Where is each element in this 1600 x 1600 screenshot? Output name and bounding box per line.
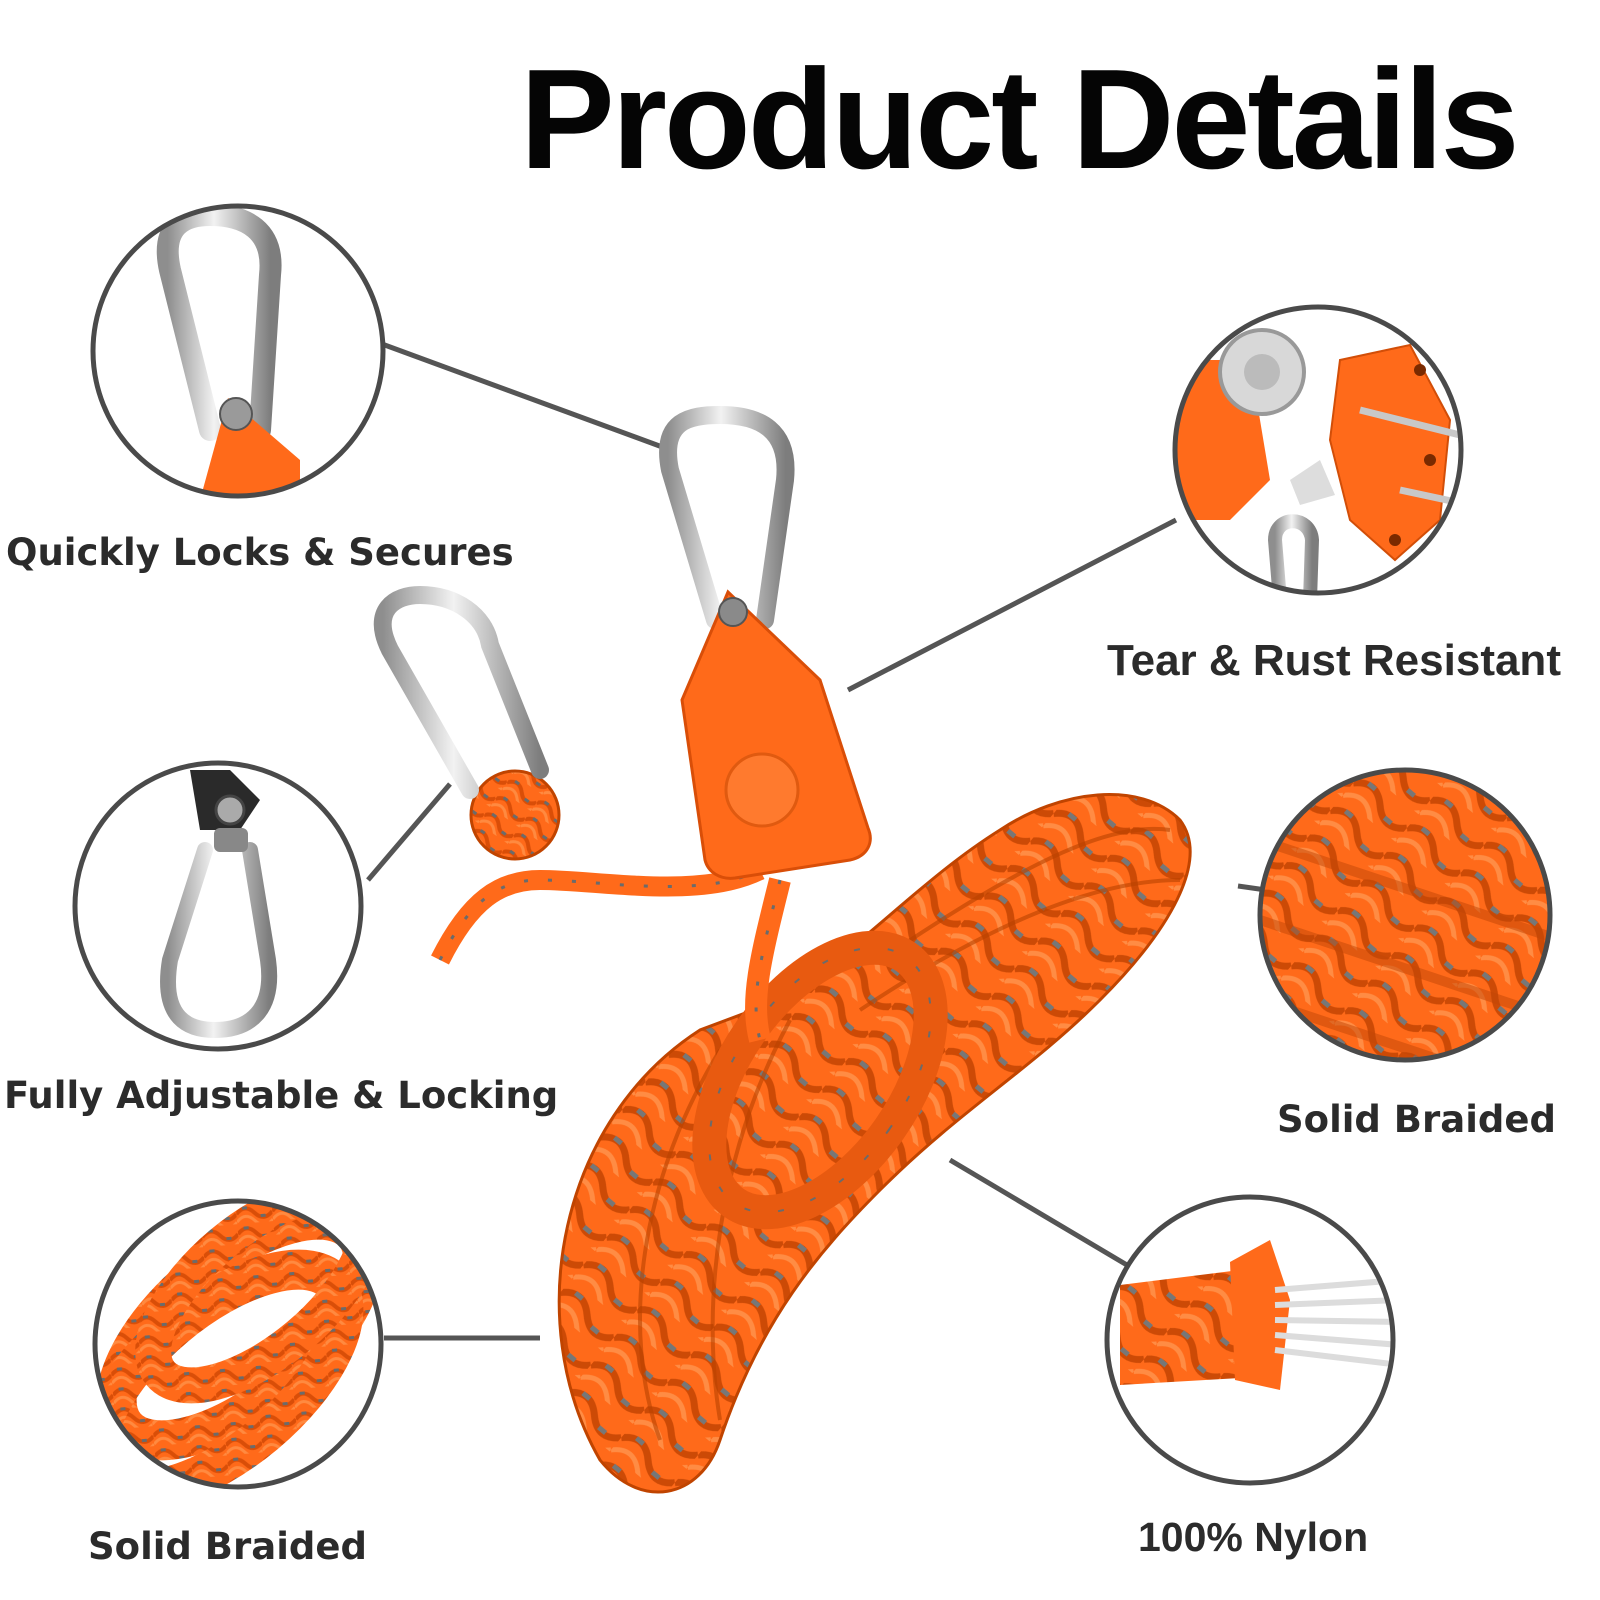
rope-loose-end bbox=[431, 860, 765, 965]
feature-label-tear-rust: Tear & Rust Resistant bbox=[1107, 636, 1561, 685]
connector-mid-left bbox=[366, 782, 452, 882]
connector-top-left bbox=[381, 341, 666, 451]
zoom-circle-exploded-pulley bbox=[1172, 304, 1464, 596]
page-title: Product Details bbox=[520, 40, 1520, 199]
feature-label-adjustable: Fully Adjustable & Locking bbox=[4, 1074, 559, 1117]
feature-label-braided-right: Solid Braided bbox=[1277, 1098, 1556, 1141]
carabiner-left bbox=[373, 585, 549, 799]
rope-coil bbox=[431, 769, 1192, 1494]
connector-top-right bbox=[846, 517, 1178, 693]
connector-lines bbox=[366, 341, 1267, 1341]
ratchet-pulley bbox=[680, 589, 872, 880]
feature-label-quick-lock: Quickly Locks & Secures bbox=[6, 531, 514, 574]
zoom-circle-swivel-carabiner bbox=[72, 760, 364, 1052]
carabiner-top bbox=[659, 405, 795, 629]
feature-label-nylon: 100% Nylon bbox=[1138, 1514, 1369, 1560]
zoom-circle-nylon-core bbox=[1104, 1194, 1396, 1486]
zoom-circle-braid-closeup bbox=[1257, 767, 1553, 1063]
connector-bottom-right bbox=[948, 1157, 1134, 1271]
feature-label-braided-left: Solid Braided bbox=[88, 1525, 367, 1568]
zoom-circle-carabiner-lock bbox=[90, 203, 386, 499]
rope-knot bbox=[469, 769, 561, 861]
zoom-circle-rope-bundle bbox=[92, 1198, 384, 1490]
